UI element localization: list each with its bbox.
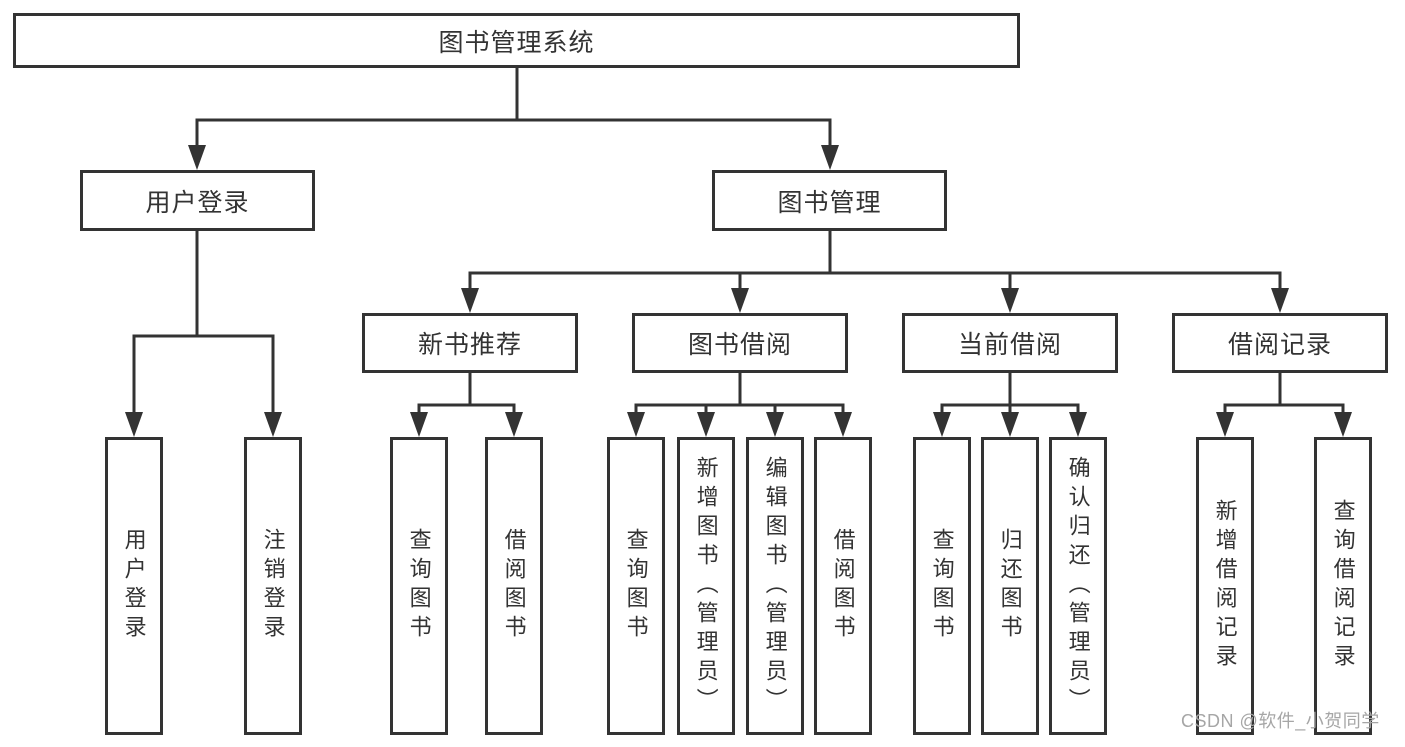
leaf-user-login: 用户登录 [105,437,163,735]
leaf-confirm-return-admin: 确认归还（管理员） [1049,437,1107,735]
leaf-query-books-recommend: 查询图书 [390,437,448,735]
leaf-label: 注销登录 [260,528,286,644]
leaf-edit-book-admin: 编辑图书（管理员） [746,437,804,735]
leaf-label: 用户登录 [121,528,147,644]
arrowheads [125,145,1352,437]
leaf-label: 编辑图书（管理员） [762,455,788,717]
leaf-label: 确认归还（管理员） [1065,455,1091,717]
leaf-query-books-borrow: 查询图书 [607,437,665,735]
node-user-login: 用户登录 [80,170,315,231]
leaf-borrow-books: 借阅图书 [814,437,872,735]
watermark: CSDN @软件_小贺同学 [1181,711,1380,731]
leaf-label: 新增图书（管理员） [693,455,719,717]
leaf-return-book: 归还图书 [981,437,1039,735]
node-book-borrow: 图书借阅 [632,313,848,373]
leaf-label: 查询借阅记录 [1330,499,1356,673]
leaf-borrow-books-recommend: 借阅图书 [485,437,543,735]
leaf-label: 归还图书 [997,528,1023,644]
leaf-query-borrow-record: 查询借阅记录 [1314,437,1372,735]
leaf-label: 新增借阅记录 [1212,499,1238,673]
node-book-management: 图书管理 [712,170,947,231]
node-borrow-records: 借阅记录 [1172,313,1388,373]
leaf-label: 查询图书 [623,528,649,644]
leaf-logout: 注销登录 [244,437,302,735]
leaf-add-borrow-record: 新增借阅记录 [1196,437,1254,735]
leaf-label: 查询图书 [929,528,955,644]
leaf-label: 查询图书 [406,528,432,644]
node-current-borrow: 当前借阅 [902,313,1118,373]
leaf-add-book-admin: 新增图书（管理员） [677,437,735,735]
leaf-query-books-current: 查询图书 [913,437,971,735]
leaf-label: 借阅图书 [830,528,856,644]
node-library-system: 图书管理系统 [13,13,1020,68]
node-new-book-recommend: 新书推荐 [362,313,578,373]
leaf-label: 借阅图书 [501,528,527,644]
